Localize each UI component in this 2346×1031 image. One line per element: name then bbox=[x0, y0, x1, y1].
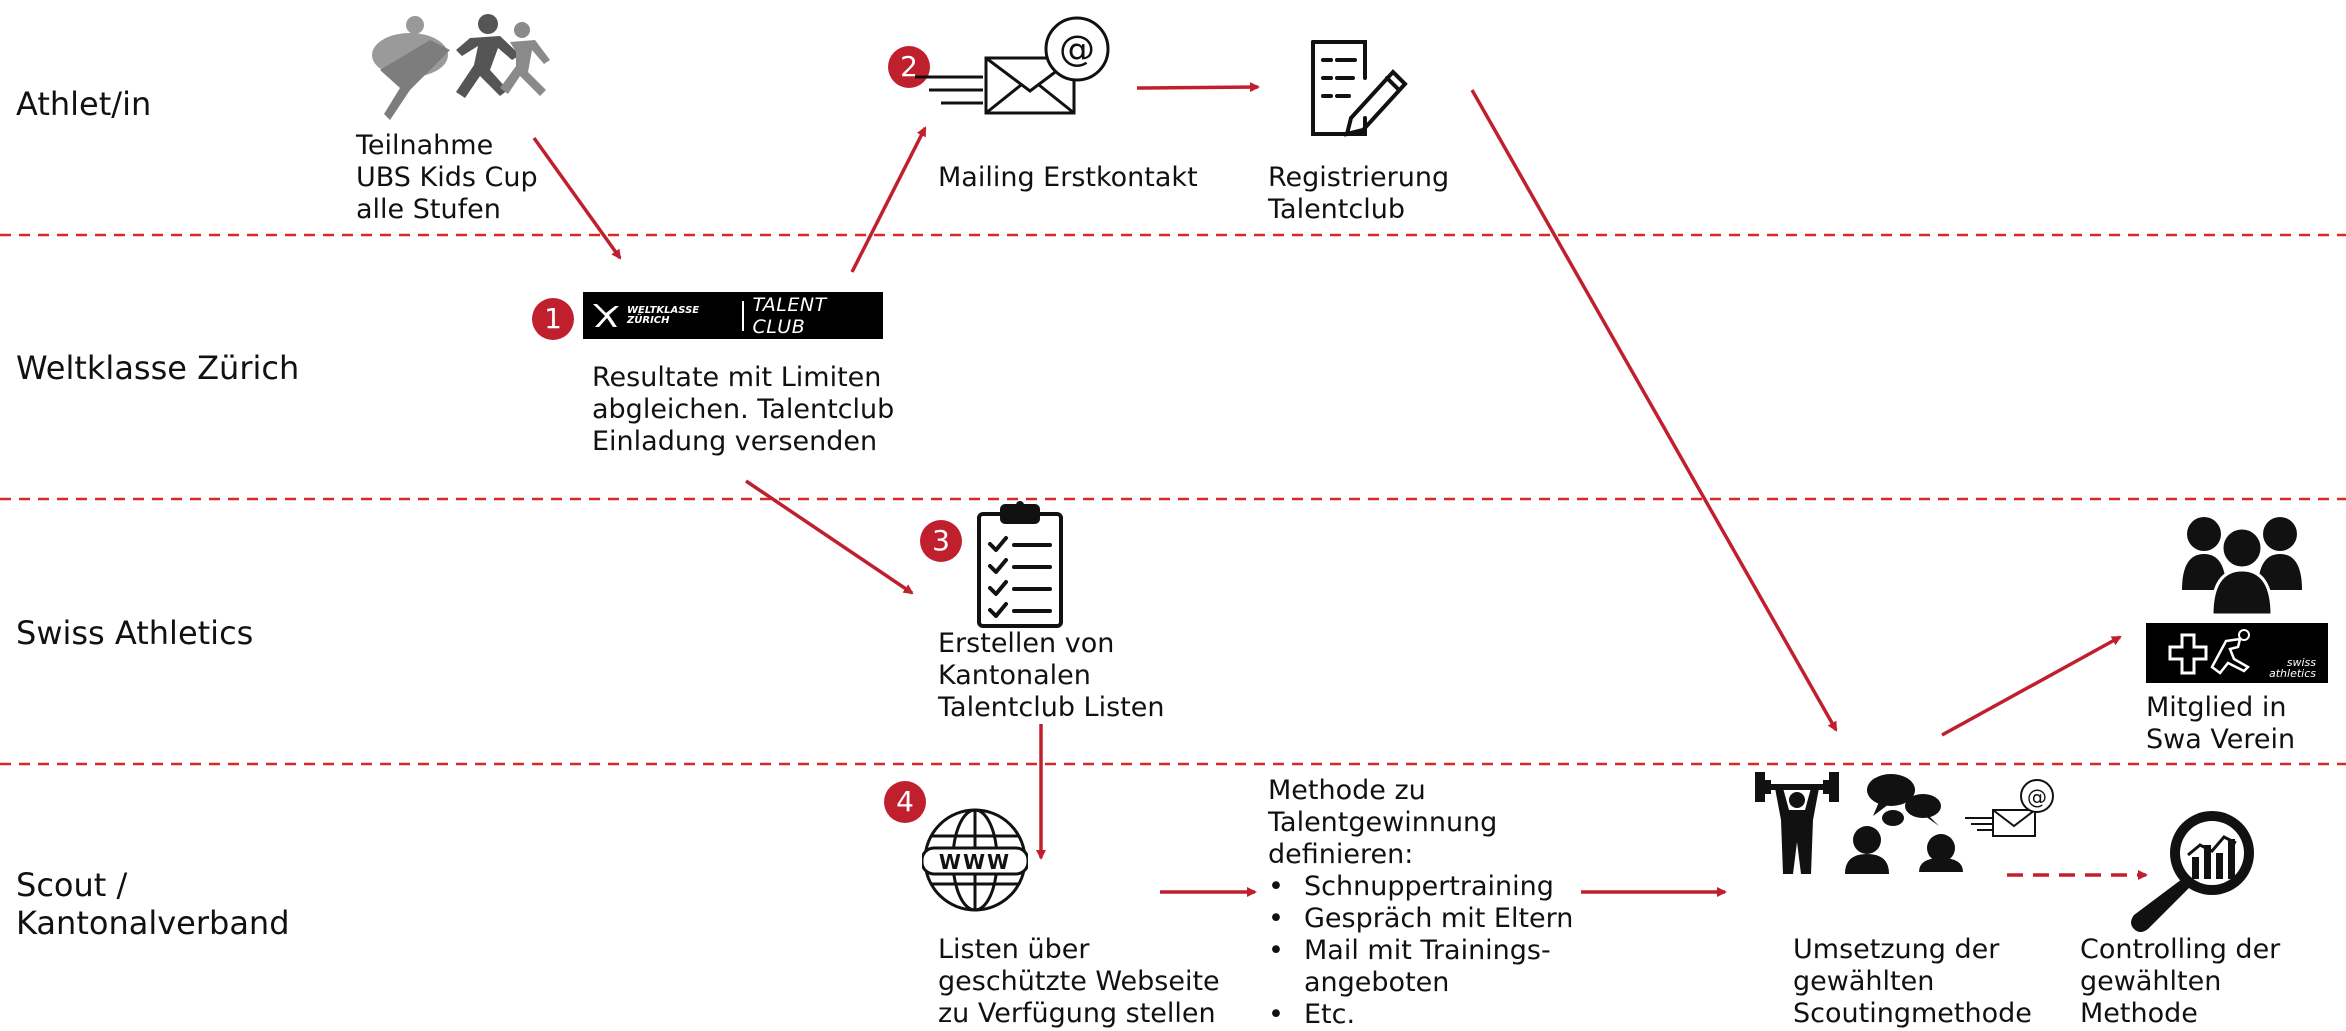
globe-www-icon: WWW bbox=[922, 808, 1028, 912]
swiss-athletics-logo-text: swiss athletics bbox=[2269, 657, 2316, 679]
arrow-umsetzung-to-mitglied bbox=[1941, 635, 2122, 737]
swiss-athletics-logo: swiss athletics bbox=[2146, 623, 2328, 683]
caption-line: definieren: bbox=[1268, 839, 1414, 870]
caption-line: Umsetzung der bbox=[1793, 934, 2000, 965]
clipboard-checklist-icon bbox=[977, 501, 1063, 628]
at-sign-icon: @ bbox=[1059, 29, 1095, 70]
node-mailing: Mailing Erstkontakt bbox=[938, 162, 1198, 194]
node-umsetzung: Umsetzung der gewählten Scoutingmethode bbox=[1793, 934, 2032, 1030]
lane-label-swiss-athletics: Swiss Athletics bbox=[16, 614, 254, 652]
caption-line: gewählten bbox=[2080, 966, 2222, 997]
caption-line: alle Stufen bbox=[356, 194, 501, 225]
arrow-resultate-to-erstellen bbox=[745, 479, 914, 595]
caption-line: Registrierung bbox=[1268, 162, 1450, 193]
node-listen: Listen über geschützte Webseite zu Verfü… bbox=[938, 934, 1220, 1030]
at-sign-icon: @ bbox=[2027, 785, 2047, 809]
caption-line: Mitglied in bbox=[2146, 692, 2287, 723]
step-badge-3: 3 bbox=[920, 520, 962, 562]
www-label: WWW bbox=[939, 850, 1011, 874]
registration-form-icon bbox=[1311, 40, 1408, 137]
bullet-text: Gespräch mit Eltern bbox=[1304, 903, 1574, 934]
athletes-icon bbox=[372, 14, 550, 120]
caption-line: Swa Verein bbox=[2146, 724, 2296, 755]
step-badge-1: 1 bbox=[532, 298, 574, 340]
list-item: • Schnuppertraining bbox=[1268, 871, 1573, 903]
logo-separator bbox=[742, 300, 745, 331]
caption-line: Einladung versenden bbox=[592, 426, 878, 457]
node-resultate: Resultate mit Limiten abgleichen. Talent… bbox=[592, 362, 894, 458]
small-mail-icon bbox=[1965, 779, 2054, 837]
lane-label-line: Kantonalverband bbox=[16, 904, 290, 942]
node-registrierung: Registrierung Talentclub bbox=[1268, 162, 1449, 226]
talent-club-logo-left: WELTKLASSE ZÜRICH bbox=[583, 304, 734, 326]
bullet-dot: • bbox=[1268, 999, 1284, 1030]
logo-text: WELTKLASSE bbox=[627, 304, 700, 316]
arrow-mailing-to-registrierung bbox=[1136, 82, 1260, 93]
caption-line: abgleichen. Talentclub bbox=[592, 394, 895, 425]
group-people-icon bbox=[2182, 517, 2302, 615]
caption-line: Scoutingmethode bbox=[1793, 998, 2032, 1029]
conversation-people-icon bbox=[1845, 774, 1963, 874]
logo-text: athletics bbox=[2269, 667, 2316, 680]
list-item: • Gespräch mit Eltern bbox=[1268, 903, 1573, 935]
arrow-resultate-to-mailing bbox=[850, 126, 927, 273]
arrow-registrierung-to-umsetzung bbox=[1470, 89, 1838, 732]
bullet-text: Etc. bbox=[1304, 999, 1356, 1030]
lane-label-athlet: Athlet/in bbox=[16, 85, 152, 123]
node-mitglied: Mitglied in Swa Verein bbox=[2146, 692, 2295, 756]
bullet-dot: • bbox=[1268, 935, 1284, 966]
caption-line: Mailing Erstkontakt bbox=[938, 162, 1198, 193]
caption-line: gewählten bbox=[1793, 966, 1935, 997]
lane-label-line: Scout / bbox=[16, 866, 128, 904]
swiss-cross-runner-icon bbox=[2168, 629, 2251, 675]
bullet-dot: • bbox=[1268, 903, 1284, 934]
list-item: • Mail mit Trainings-angeboten bbox=[1268, 935, 1573, 999]
caption-line: Controlling der bbox=[2080, 934, 2281, 965]
caption-line: Talentclub bbox=[1268, 194, 1405, 225]
step-badge-4: 4 bbox=[884, 781, 926, 823]
caption-line: Listen über bbox=[938, 934, 1090, 965]
caption-line: Erstellen von bbox=[938, 628, 1115, 659]
lane-label-scout: Scout / Kantonalverband bbox=[16, 866, 290, 942]
node-controlling: Controlling der gewählten Methode bbox=[2080, 934, 2280, 1030]
caption-line: Methode bbox=[2080, 998, 2198, 1029]
node-teilnahme: Teilnahme UBS Kids Cup alle Stufen bbox=[356, 130, 538, 226]
talent-club-logo: WELTKLASSE ZÜRICH TALENT CLUB bbox=[583, 292, 883, 339]
bullet-text: angeboten bbox=[1304, 967, 1450, 998]
bullet-dot: • bbox=[1268, 871, 1284, 902]
runner-mark-icon bbox=[593, 304, 619, 327]
logo-text-talent-club: TALENT CLUB bbox=[752, 293, 827, 338]
caption-line: zu Verfügung stellen bbox=[938, 998, 1216, 1029]
mail-icon: @ bbox=[915, 16, 1110, 115]
arrow-teilnahme-to-resultate bbox=[532, 136, 622, 260]
list-item: • Etc. bbox=[1268, 999, 1573, 1031]
caption-line: Teilnahme bbox=[356, 130, 494, 161]
bullet-text: Mail mit Trainings- bbox=[1304, 935, 1551, 966]
caption-line: Resultate mit Limiten bbox=[592, 362, 882, 393]
logo-text: ZÜRICH bbox=[627, 314, 670, 326]
methode-bullet-list: •Schnuppertraining •Gespräch mit Eltern … bbox=[1268, 871, 1573, 1031]
magnifier-analytics-icon bbox=[2131, 811, 2254, 932]
caption-line: UBS Kids Cup bbox=[356, 162, 538, 193]
caption-line: Talentgewinnung bbox=[1268, 807, 1498, 838]
weightlifter-icon bbox=[1755, 772, 1839, 874]
logo-text: swiss bbox=[2286, 656, 2316, 669]
node-erstellen: Erstellen von Kantonalen Talentclub List… bbox=[938, 628, 1164, 724]
caption-line: Talentclub Listen bbox=[938, 692, 1165, 723]
lane-label-weltklasse: Weltklasse Zürich bbox=[16, 349, 300, 387]
node-methode: Methode zu Talentgewinnung definieren: •… bbox=[1268, 775, 1573, 1031]
bullet-text: Schnuppertraining bbox=[1304, 871, 1554, 902]
step-badge-2: 2 bbox=[888, 46, 930, 88]
caption-line: Kantonalen bbox=[938, 660, 1091, 691]
caption-line: Methode zu bbox=[1268, 775, 1426, 806]
scouting-methods-icon: @ bbox=[1755, 772, 2054, 874]
caption-line: geschützte Webseite bbox=[938, 966, 1220, 997]
